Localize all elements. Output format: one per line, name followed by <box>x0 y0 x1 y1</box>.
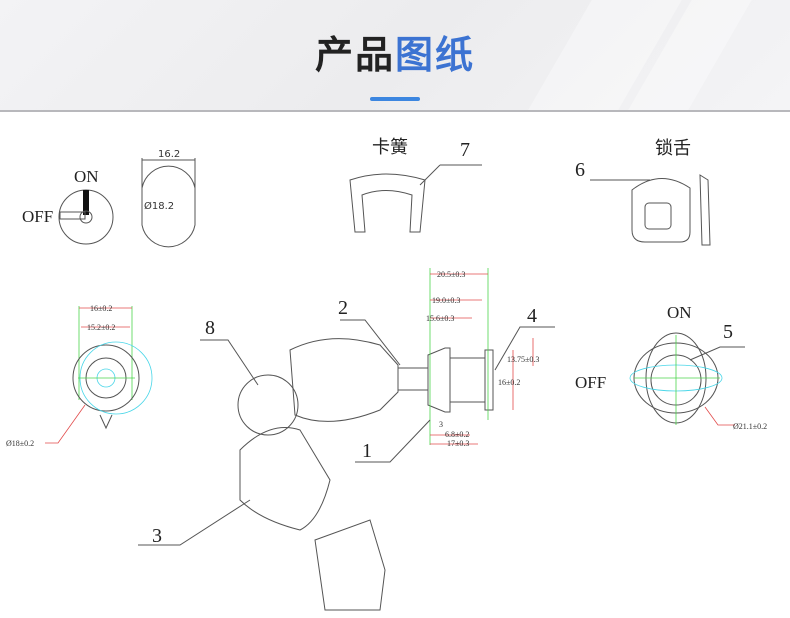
switch-position-view: ON OFF <box>22 167 114 245</box>
svg-text:15.6±0.3: 15.6±0.3 <box>426 314 454 323</box>
svg-text:13.75±0.3: 13.75±0.3 <box>507 355 539 364</box>
svg-text:锁舌: 锁舌 <box>655 138 691 159</box>
svg-text:卡簧: 卡簧 <box>372 137 408 158</box>
svg-text:3: 3 <box>439 420 443 429</box>
svg-text:19.0±0.3: 19.0±0.3 <box>432 296 460 305</box>
front-view: 16±0.2 15.2±0.2 Ø18±0.2 <box>6 304 153 448</box>
svg-text:Ø18±0.2: Ø18±0.2 <box>6 439 34 448</box>
svg-text:2: 2 <box>338 297 348 319</box>
tongue-view: 锁舌 6 <box>575 138 711 246</box>
svg-text:6.8±0.2: 6.8±0.2 <box>445 430 469 439</box>
svg-text:16.2: 16.2 <box>158 149 180 160</box>
rear-view: ON OFF 5 Ø21.1±0.2 <box>575 303 767 431</box>
svg-text:3: 3 <box>152 525 162 547</box>
svg-text:OFF: OFF <box>22 207 53 226</box>
svg-text:17±0.3: 17±0.3 <box>447 439 469 448</box>
svg-text:16±0.2: 16±0.2 <box>498 378 520 387</box>
svg-text:1: 1 <box>362 440 372 462</box>
page-title: 产品图纸 <box>314 33 476 77</box>
svg-text:Ø18.2: Ø18.2 <box>144 200 174 212</box>
spring-clip-view: 卡簧 7 <box>349 137 482 233</box>
svg-text:20.5±0.3: 20.5±0.3 <box>437 270 465 279</box>
svg-text:ON: ON <box>667 303 692 322</box>
cam-profile-view: 16.2 Ø18.2 <box>141 149 196 248</box>
title-underline <box>370 97 420 101</box>
section-header: 产品图纸 <box>0 0 790 112</box>
svg-text:8: 8 <box>205 317 215 339</box>
svg-text:OFF: OFF <box>575 373 606 392</box>
assembly-view: 20.5±0.3 19.0±0.3 15.6±0.3 13.75±0.3 16±… <box>138 268 555 611</box>
svg-text:6: 6 <box>575 159 585 181</box>
svg-text:Ø21.1±0.2: Ø21.1±0.2 <box>733 422 767 431</box>
svg-text:7: 7 <box>460 139 470 161</box>
svg-text:ON: ON <box>74 167 99 186</box>
svg-text:16±0.2: 16±0.2 <box>90 304 112 313</box>
svg-text:15.2±0.2: 15.2±0.2 <box>87 323 115 332</box>
svg-text:4: 4 <box>527 305 537 327</box>
svg-text:5: 5 <box>723 321 733 343</box>
